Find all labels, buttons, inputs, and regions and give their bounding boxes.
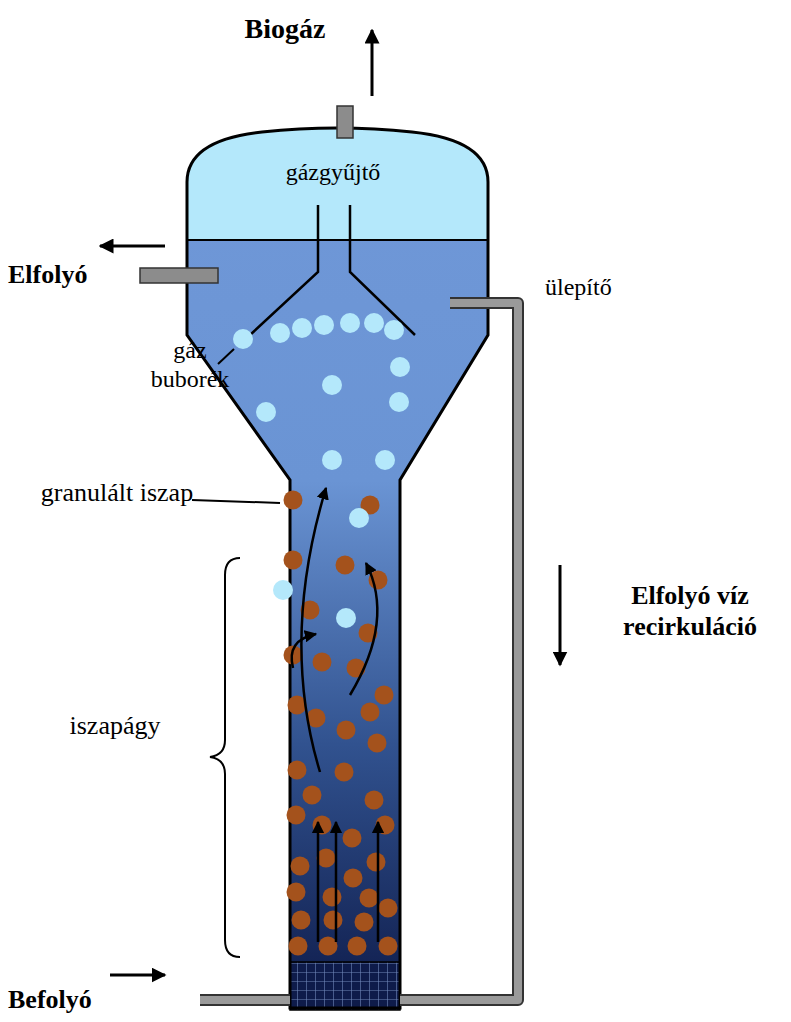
sludge-granule <box>335 763 354 782</box>
gas-bubble <box>322 375 342 395</box>
inlet-pipe <box>200 996 290 1004</box>
inlet-pipe-outline <box>200 994 290 1006</box>
inflow-arrow <box>110 974 165 977</box>
gas-bubble <box>336 608 356 628</box>
sludge-granule <box>287 806 306 825</box>
sludge-granule <box>317 849 336 868</box>
gas-bubble <box>349 508 369 528</box>
gas-bubble <box>389 392 409 412</box>
sludge-granule <box>361 703 380 722</box>
reactor-body <box>187 128 488 1008</box>
sludge-granule <box>292 911 311 930</box>
gas-bubble <box>233 329 253 349</box>
liquid-level <box>187 239 488 241</box>
gas-bubble <box>292 318 312 338</box>
sludge-granule <box>375 686 394 705</box>
gas-bubble <box>364 313 384 333</box>
sludge-granule <box>289 937 308 956</box>
sludge-granule <box>324 911 343 930</box>
leader-line <box>192 500 280 503</box>
part-label: gáz buborék <box>135 336 245 394</box>
flow-arrow <box>317 822 320 942</box>
recirculation-pipe <box>400 303 518 1000</box>
sludge-granule <box>313 816 332 835</box>
flow-label: Befolyó <box>8 984 138 1015</box>
gas-bubble <box>384 320 404 340</box>
effluent-pipe <box>140 268 218 283</box>
sludge-granule <box>323 888 342 907</box>
inlet-distributor <box>290 962 400 1010</box>
sludge-granule <box>303 786 322 805</box>
gas-hood <box>250 205 415 335</box>
gas-bubble <box>270 323 290 343</box>
gas-bubble <box>273 580 293 600</box>
part-label: ülepítő <box>545 273 675 302</box>
sludge-granule <box>379 899 398 918</box>
flow-arrow <box>377 822 380 942</box>
sludge-granule <box>287 883 306 902</box>
sludge-granule <box>336 556 355 575</box>
sludge-granule <box>360 889 379 908</box>
flow-label: Elfolyó víz recirkuláció <box>590 580 790 642</box>
effluent-arrow <box>100 245 165 248</box>
sludge-bed-brace <box>210 558 240 957</box>
gas-outlet-pipe <box>337 106 353 138</box>
sludge-granule <box>347 659 366 678</box>
reactor-outline <box>187 128 488 1008</box>
region-label: gázgyűjtő <box>243 158 423 187</box>
part-label: granulált iszap <box>37 477 197 508</box>
flow-arrow <box>301 488 326 772</box>
recirculation-arrow <box>559 565 562 665</box>
sludge-granule <box>368 734 387 753</box>
sludge-granule <box>284 551 303 570</box>
gas-bubble <box>375 450 395 470</box>
gas-bubble <box>390 357 410 377</box>
flow-arrow <box>335 822 338 942</box>
flow-label: Biogáz <box>215 12 355 46</box>
sludge-granule <box>343 829 362 848</box>
sludge-granule <box>337 721 356 740</box>
flow-arrow <box>292 634 316 668</box>
leader-line <box>218 349 234 364</box>
sludge-granule <box>291 857 310 876</box>
sludge-granule <box>344 869 363 888</box>
gas-bubble <box>256 402 276 422</box>
sludge-granule <box>348 937 367 956</box>
gas-bubble <box>340 313 360 333</box>
sludge-granule <box>379 937 398 956</box>
sludge-granule <box>319 937 338 956</box>
flow-arrow <box>350 563 377 695</box>
sludge-granule <box>367 853 386 872</box>
recirculation-pipe-outline <box>400 303 518 1000</box>
biogas-arrow <box>371 30 374 96</box>
sludge-granule <box>365 791 384 810</box>
sludge-granule <box>355 913 374 932</box>
sludge-granule <box>288 761 307 780</box>
gas-bubble <box>322 450 342 470</box>
sludge-granule <box>313 653 332 672</box>
flow-label: Elfolyó <box>8 259 138 290</box>
gas-bubble <box>314 315 334 335</box>
region-label: iszapágy <box>40 710 190 741</box>
sludge-granule <box>284 491 303 510</box>
